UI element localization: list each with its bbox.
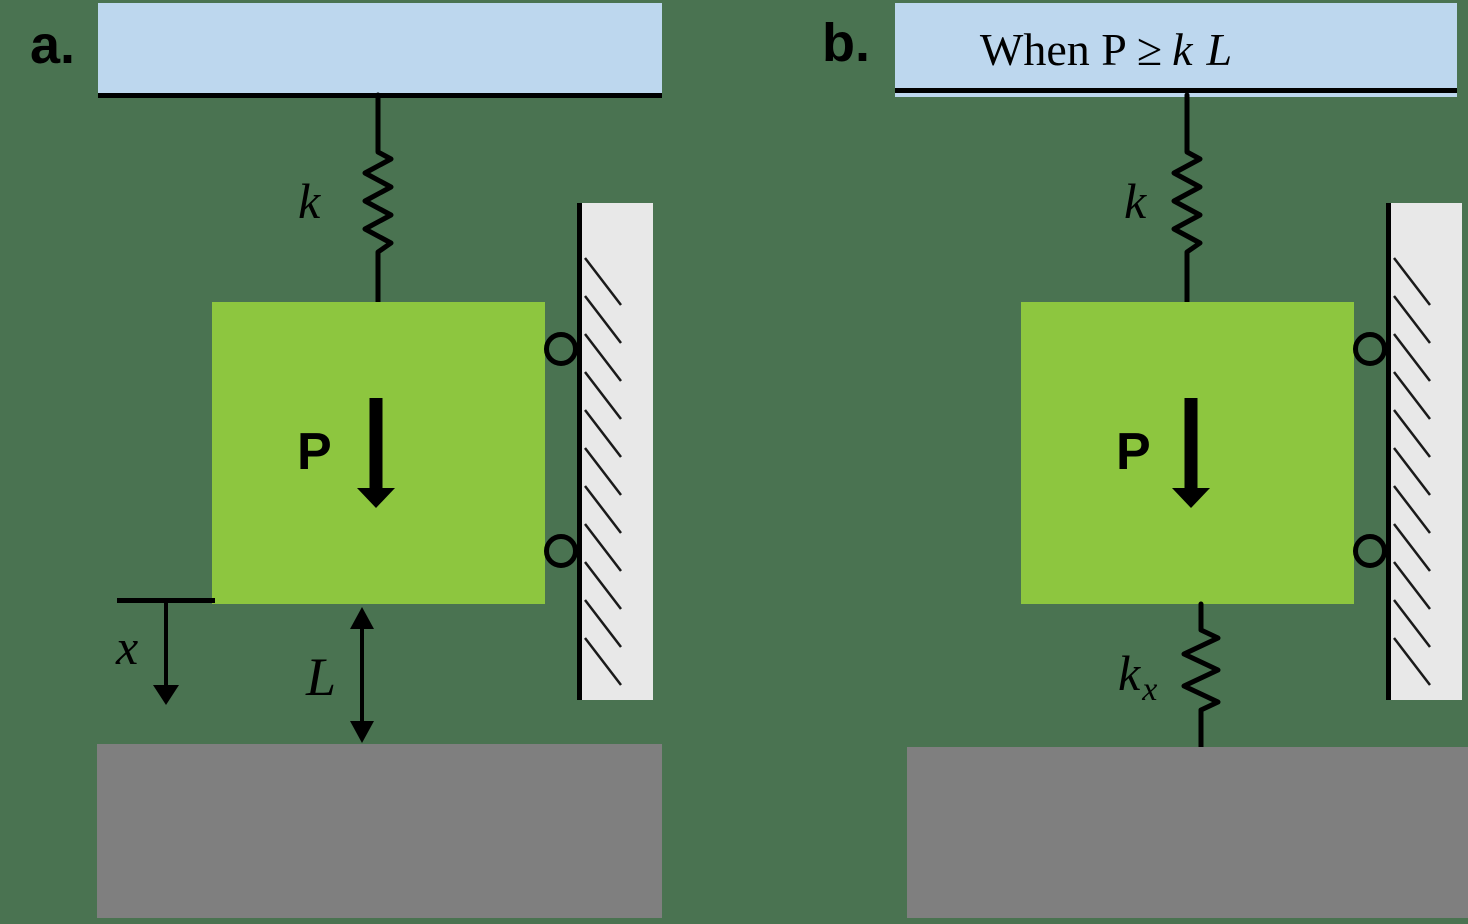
spring-icon-a <box>362 92 394 307</box>
ground-slab-b <box>907 747 1468 918</box>
spring-b-stiffness-label: k <box>1124 173 1147 229</box>
hatched-wall-b <box>1386 203 1462 700</box>
panel-b-label: b. <box>822 13 870 73</box>
force-p-label-a: P <box>297 423 332 481</box>
spring-icon-b <box>1171 92 1203 307</box>
panel-a-label: a. <box>30 15 76 75</box>
force-arrow-icon-b <box>1172 398 1210 508</box>
force-p-label-b: P <box>1116 423 1151 481</box>
displacement-x-label: x <box>116 619 139 675</box>
roller-icon-a-top <box>544 332 578 366</box>
gap-double-arrow-icon-a <box>350 607 374 743</box>
displacement-arrow-icon-a <box>153 599 179 705</box>
roller-icon-b-top <box>1353 332 1387 366</box>
roller-icon-a-bottom <box>544 534 578 568</box>
kx-base: k <box>1118 645 1141 701</box>
bottom-spring-stiffness-label: kx <box>1118 645 1157 707</box>
spring-a-stiffness-label: k <box>298 173 321 229</box>
force-arrow-icon-a <box>357 398 395 508</box>
roller-icon-b-bottom <box>1353 534 1387 568</box>
condition-prefix: When P <box>979 24 1127 75</box>
ceiling-bar-b-edge-line <box>895 88 1457 93</box>
bottom-spring-icon-b <box>1181 601 1221 750</box>
hatched-wall-a <box>577 203 653 700</box>
ground-slab-a <box>97 744 662 918</box>
ceiling-bar-b <box>895 3 1457 97</box>
condition-k: k <box>1172 24 1193 75</box>
kx-subscript: x <box>1142 671 1158 708</box>
ceiling-bar-a <box>98 3 662 98</box>
condition-L: L <box>1206 24 1233 75</box>
geq-symbol: ≥ <box>1136 24 1163 75</box>
gap-length-label: L <box>306 647 337 707</box>
